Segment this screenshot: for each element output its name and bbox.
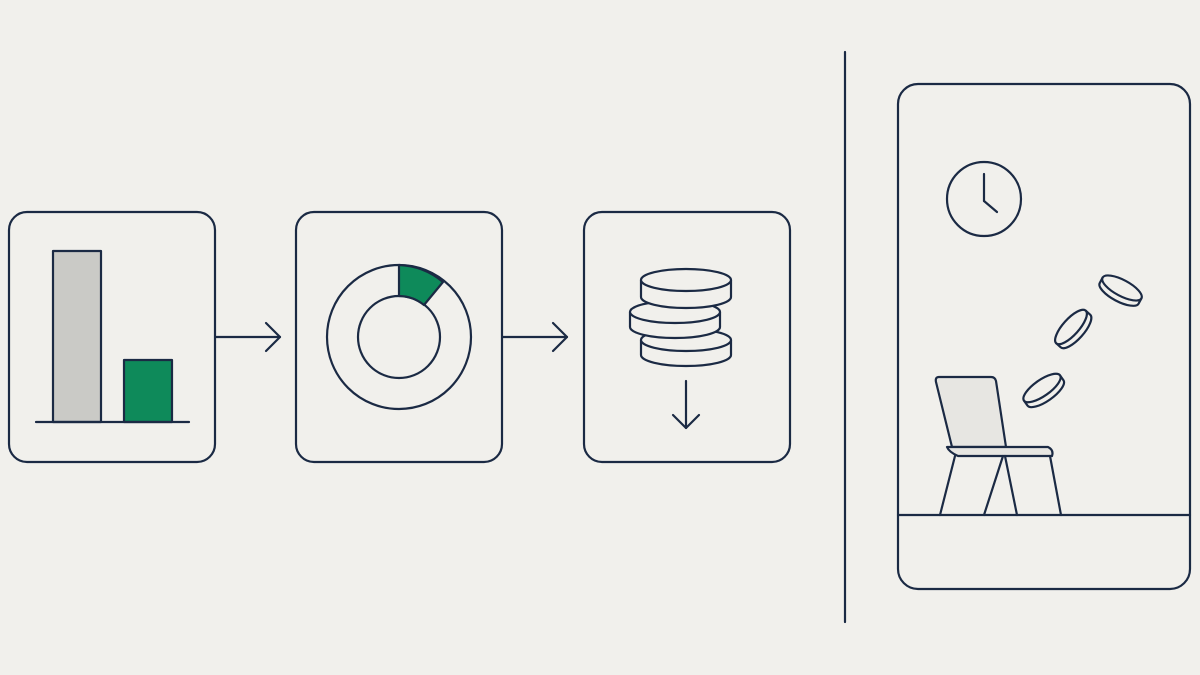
coin-stack-decrease-icon (628, 267, 733, 430)
step-card-bar-chart (7, 210, 217, 464)
coin (639, 267, 733, 310)
scene-card (896, 82, 1192, 591)
step-card-coins (582, 210, 792, 464)
bar-short (122, 358, 174, 424)
donut-inner-ring (356, 294, 442, 380)
bar-chart-icon (34, 249, 191, 424)
chair-seat (945, 445, 1054, 458)
donut-highlight-segment (397, 263, 445, 307)
falling-coin-icon (1098, 274, 1143, 307)
donut-chart-icon (325, 263, 473, 411)
falling-coin-icon (1054, 308, 1093, 350)
clock-icon (945, 160, 1023, 238)
arrow-down-icon (671, 379, 701, 430)
empty-chair-icon (934, 375, 1063, 517)
arrow-right-icon (214, 321, 282, 353)
arrow-right-icon (501, 321, 569, 353)
falling-coin-icon (1022, 372, 1066, 409)
chair-backrest (934, 375, 1008, 449)
bar-tall (51, 249, 103, 424)
